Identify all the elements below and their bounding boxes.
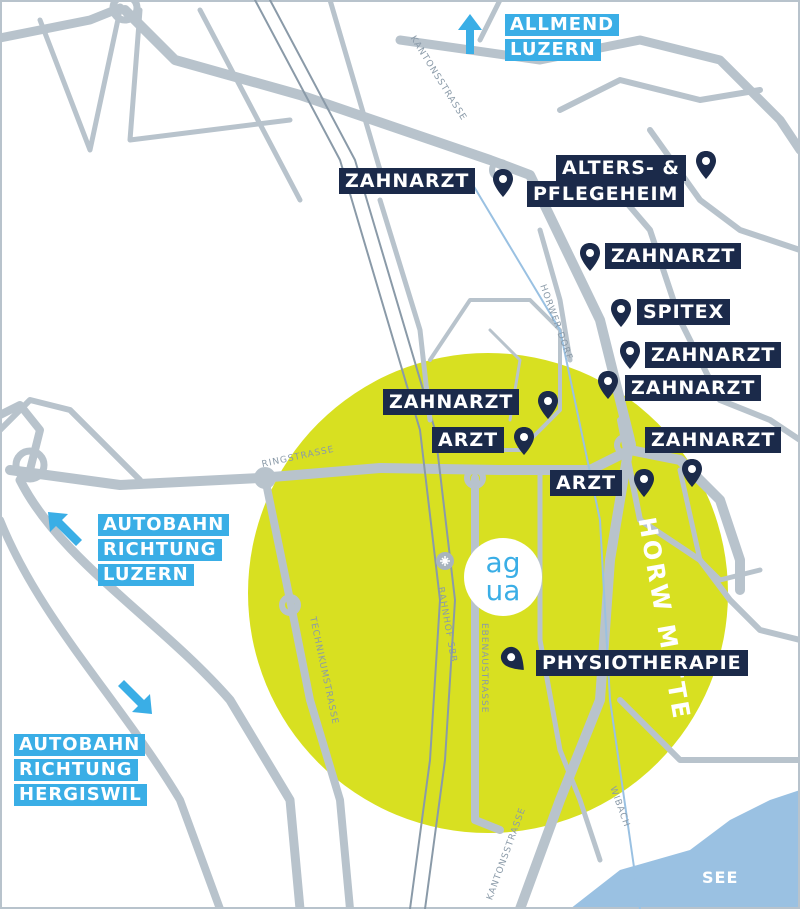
lake-see xyxy=(570,790,800,909)
location-pin-icon[interactable] xyxy=(632,468,656,498)
train-station-icon xyxy=(436,552,454,570)
label-zahnarzt-3[interactable]: ZAHNARZT xyxy=(645,342,782,368)
aqua-logo-mark: ag ua xyxy=(486,546,521,607)
location-pin-icon[interactable] xyxy=(491,168,515,198)
location-pin-icon[interactable] xyxy=(618,340,642,370)
label-allmend-line1: ALLMEND xyxy=(505,14,620,36)
label-autobahn-luzern-line1: AUTOBAHN xyxy=(98,514,230,536)
location-pin-icon[interactable] xyxy=(694,150,718,180)
location-pin-icon[interactable] xyxy=(596,370,620,400)
technikumstrasse xyxy=(261,474,354,909)
label-autobahn-luzern-line2: RICHTUNG xyxy=(98,539,222,561)
location-pin-icon[interactable] xyxy=(512,426,536,456)
arrow-down-right-icon xyxy=(118,680,152,714)
label-zahnarzt-1[interactable]: ZAHNARZT xyxy=(339,168,476,194)
label-alters-line1[interactable]: ALTERS- & xyxy=(556,155,686,181)
label-autobahn-hergiswil-line2: RICHTUNG xyxy=(14,759,138,781)
location-pin-icon[interactable] xyxy=(578,242,602,272)
label-alters-line2[interactable]: PFLEGEHEIM xyxy=(527,181,685,207)
label-zahnarzt-2[interactable]: ZAHNARZT xyxy=(605,243,742,269)
label-autobahn-luzern-line3: LUZERN xyxy=(98,564,194,586)
svg-text:ag: ag xyxy=(486,546,521,579)
kantonsstrasse xyxy=(120,5,635,909)
aqua-logo[interactable]: ag ua xyxy=(464,538,542,616)
location-pin-icon[interactable] xyxy=(609,298,633,328)
label-physiotherapie[interactable]: PHYSIOTHERAPIE xyxy=(536,650,748,676)
label-spitex[interactable]: SPITEX xyxy=(637,299,731,325)
street-ebenaustrasse: EBENAUSTRASSE xyxy=(479,623,489,714)
see-label: SEE xyxy=(702,868,739,887)
location-pin-icon[interactable] xyxy=(495,641,533,679)
label-arzt-1[interactable]: ARZT xyxy=(432,427,505,453)
label-autobahn-hergiswil-line1: AUTOBAHN xyxy=(14,734,146,756)
label-zahnarzt-6[interactable]: ZAHNARZT xyxy=(645,427,782,453)
location-pin-icon[interactable] xyxy=(680,458,704,488)
label-zahnarzt-4[interactable]: ZAHNARZT xyxy=(625,375,762,401)
svg-text:ua: ua xyxy=(486,574,521,607)
arrow-up-left-icon xyxy=(48,512,82,546)
label-autobahn-hergiswil-line3: HERGISWIL xyxy=(14,784,147,806)
label-arzt-2[interactable]: ARZT xyxy=(550,470,623,496)
location-pin-icon[interactable] xyxy=(536,390,560,420)
autobahn xyxy=(15,475,305,909)
label-zahnarzt-5[interactable]: ZAHNARZT xyxy=(383,389,520,415)
label-allmend-line2: LUZERN xyxy=(505,39,601,61)
arrow-up-icon xyxy=(458,14,482,54)
